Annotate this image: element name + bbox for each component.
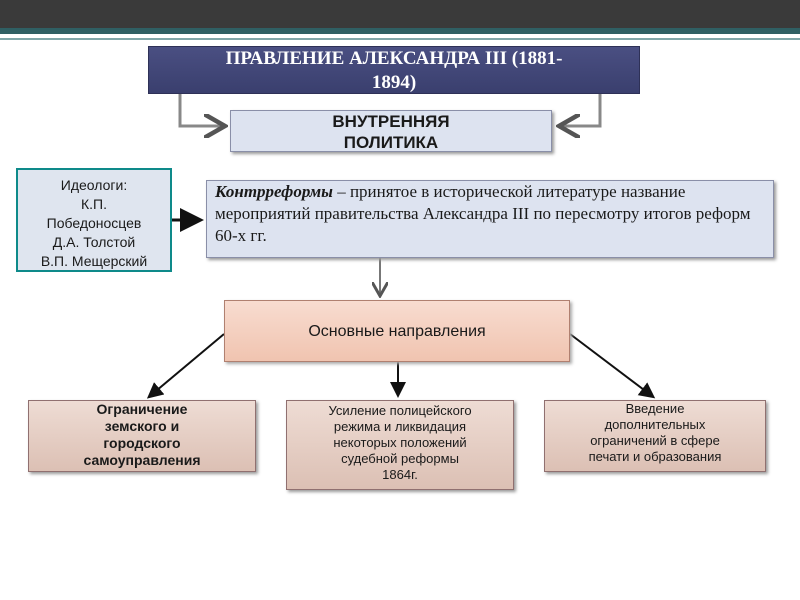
direction-box-press-education: Введение дополнительных ограничений в сф… xyxy=(544,400,766,472)
direction-box-police-regime: Усиление полицейского режима и ликвидаци… xyxy=(286,400,514,490)
title-line-2: 1894) xyxy=(371,72,417,93)
title-box: ПРАВЛЕНИЕ АЛЕКСАНДРА III (1881- 1894) xyxy=(148,46,640,94)
direction-line: Ограничение xyxy=(96,401,188,417)
ideologists-line: В.П. Мещерский xyxy=(40,253,148,269)
ideologists-box: Идеологи: К.П. Победоносцев Д.А. Толстой… xyxy=(16,168,172,272)
ideologists-line: Д.А. Толстой xyxy=(52,234,136,250)
arrow-title-right xyxy=(562,94,602,126)
top-accent-line xyxy=(0,38,800,40)
direction-line: городского xyxy=(103,435,181,451)
direction-line: земского и xyxy=(104,418,180,434)
arrow-title-left xyxy=(178,94,222,126)
direction-line: режима и ликвидация xyxy=(333,419,467,434)
counterreforms-box: Контрреформы – принятое в исторической л… xyxy=(206,180,774,258)
ideologists-line: Идеологи: xyxy=(60,177,128,193)
title-line-1: ПРАВЛЕНИЕ АЛЕКСАНДРА III (1881- xyxy=(225,48,563,69)
direction-box-self-government: Ограничение земского и городского самоуп… xyxy=(28,400,256,472)
internal-policy-line-2: ПОЛИТИКА xyxy=(343,133,439,152)
top-bar xyxy=(0,0,800,28)
direction-line: Усиление полицейского xyxy=(328,403,472,418)
direction-line: Введение xyxy=(625,401,685,416)
direction-line: ограничений в сфере xyxy=(590,433,720,448)
main-directions-box: Основные направления xyxy=(224,300,570,362)
direction-line: дополнительных xyxy=(604,417,706,432)
main-directions-label: Основные направления xyxy=(308,323,486,340)
counterreforms-term: Контрреформы xyxy=(215,182,333,201)
arrow-direction-1 xyxy=(146,333,225,399)
internal-policy-box: ВНУТРЕННЯЯ ПОЛИТИКА xyxy=(230,110,552,152)
arrow-direction-3 xyxy=(569,333,656,399)
direction-line: 1864г. xyxy=(382,467,418,482)
direction-line: судебной реформы xyxy=(341,451,459,466)
direction-line: некоторых положений xyxy=(333,435,467,450)
internal-policy-line-1: ВНУТРЕННЯЯ xyxy=(332,112,450,131)
ideologists-line: Победоносцев xyxy=(46,215,142,231)
ideologists-line: К.П. xyxy=(81,196,107,212)
direction-line: самоуправления xyxy=(83,452,201,468)
direction-line: печати и образования xyxy=(588,449,722,464)
counterreforms-definition: – принятое в исторической литературе наз… xyxy=(215,182,751,245)
top-accent-bar xyxy=(0,28,800,34)
